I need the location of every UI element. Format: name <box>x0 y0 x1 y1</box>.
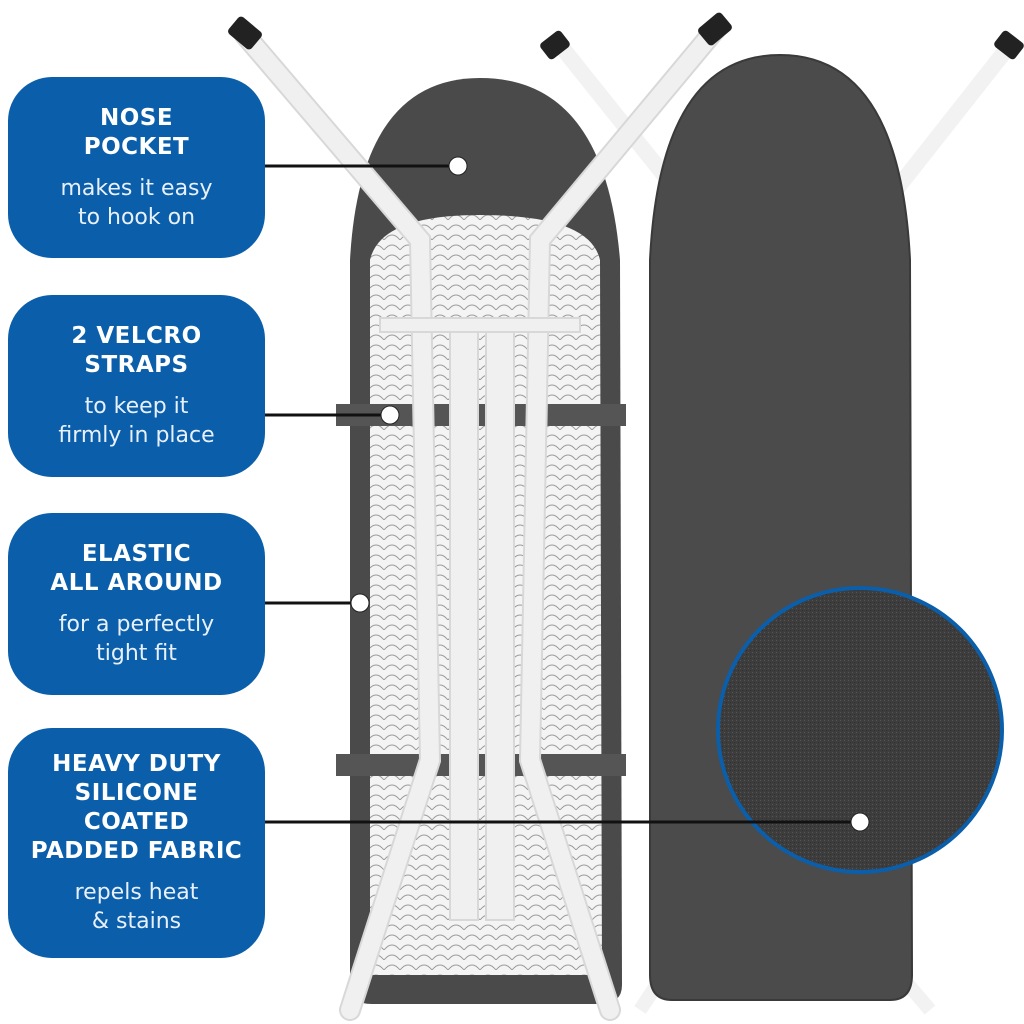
callout-velcro-straps: 2 VELCRO STRAPS to keep it firmly in pla… <box>8 295 265 477</box>
callout-title: 2 VELCRO STRAPS <box>71 323 202 378</box>
leader-lines <box>265 164 860 824</box>
callout-subtitle: repels heat & stains <box>74 880 199 934</box>
callout-title: HEAVY DUTY SILICONE COATED PADDED FABRIC <box>30 751 243 864</box>
callout-subtitle: for a perfectly tight fit <box>58 612 215 666</box>
callout-title: NOSE POCKET <box>83 104 190 160</box>
elastic-marker <box>350 593 370 613</box>
callout-title: ELASTIC ALL AROUND <box>50 541 223 596</box>
nose-pocket-marker <box>448 156 468 176</box>
velcro-strap-bottom <box>336 754 626 776</box>
fabric-closeup <box>716 586 1004 874</box>
velcro-strap-top <box>336 404 626 426</box>
callout-subtitle: to keep it firmly in place <box>58 394 215 448</box>
callout-elastic: ELASTIC ALL AROUND for a perfectly tight… <box>8 513 265 695</box>
callout-fabric: HEAVY DUTY SILICONE COATED PADDED FABRIC… <box>8 728 265 958</box>
velcro-marker <box>380 405 400 425</box>
fabric-marker <box>850 812 870 832</box>
callout-subtitle: makes it easy to hook on <box>60 175 213 230</box>
left-board-legs <box>234 19 726 1021</box>
callout-nose-pocket: NOSE POCKET makes it easy to hook on <box>8 77 265 258</box>
